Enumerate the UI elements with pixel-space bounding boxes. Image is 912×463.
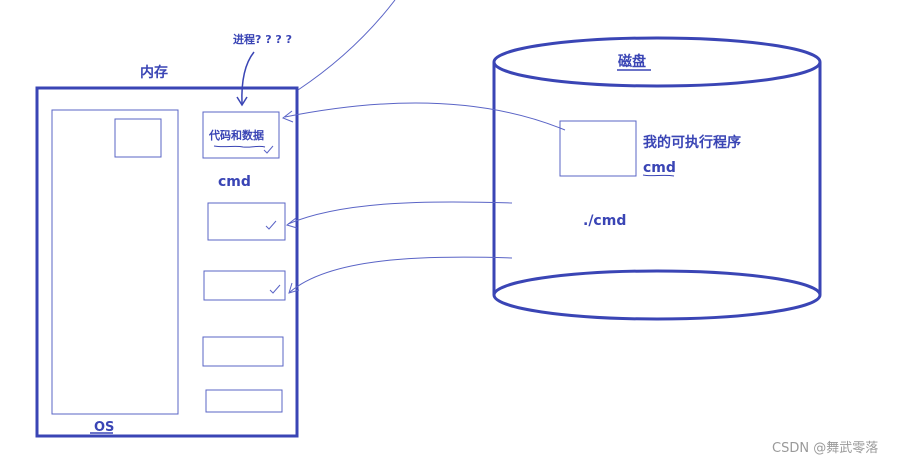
os-region — [51, 109, 179, 415]
memory-box — [35, 86, 299, 438]
code-data-underline — [213, 145, 266, 148]
executable-file — [559, 120, 637, 177]
cmd-disk-underline — [642, 174, 675, 177]
check-mark-2 — [265, 220, 277, 230]
run-command: ./cmd — [583, 213, 626, 229]
load-arrow-block-1-head — [285, 217, 298, 229]
os-label: OS — [94, 420, 114, 435]
process-question: 进程? ? ? ? — [233, 32, 292, 46]
disk-top — [492, 36, 822, 88]
executable-label: 我的可执行程序 — [643, 134, 741, 151]
cmd-disk-label: cmd — [643, 160, 676, 176]
memory-title: 内存 — [140, 64, 168, 81]
stray-stroke — [297, 0, 396, 91]
load-arrow-code — [284, 102, 566, 131]
code-data-label: 代码和数据 — [208, 128, 264, 142]
load-arrow-block-2 — [289, 256, 513, 293]
load-arrow-block-2-head — [288, 282, 300, 294]
load-arrow-block-1 — [287, 201, 513, 225]
memory-block-1 — [207, 202, 286, 241]
check-mark-3 — [269, 284, 281, 294]
memory-block-2 — [203, 270, 286, 301]
code-data-block — [202, 111, 280, 159]
watermark: CSDN @舞武零落 — [772, 441, 878, 456]
disk-body — [492, 62, 822, 295]
process-arrow — [241, 51, 255, 105]
cmd-memory-label: cmd — [218, 174, 251, 190]
os-inner-block — [114, 118, 162, 158]
memory-block-4 — [205, 389, 283, 413]
check-mark-1 — [263, 145, 274, 154]
memory-block-3 — [202, 336, 284, 367]
disk-title: 磁盘 — [618, 53, 646, 70]
process-arrow-head — [236, 96, 248, 107]
load-arrow-code-head — [282, 110, 294, 123]
disk-bottom — [492, 269, 822, 321]
